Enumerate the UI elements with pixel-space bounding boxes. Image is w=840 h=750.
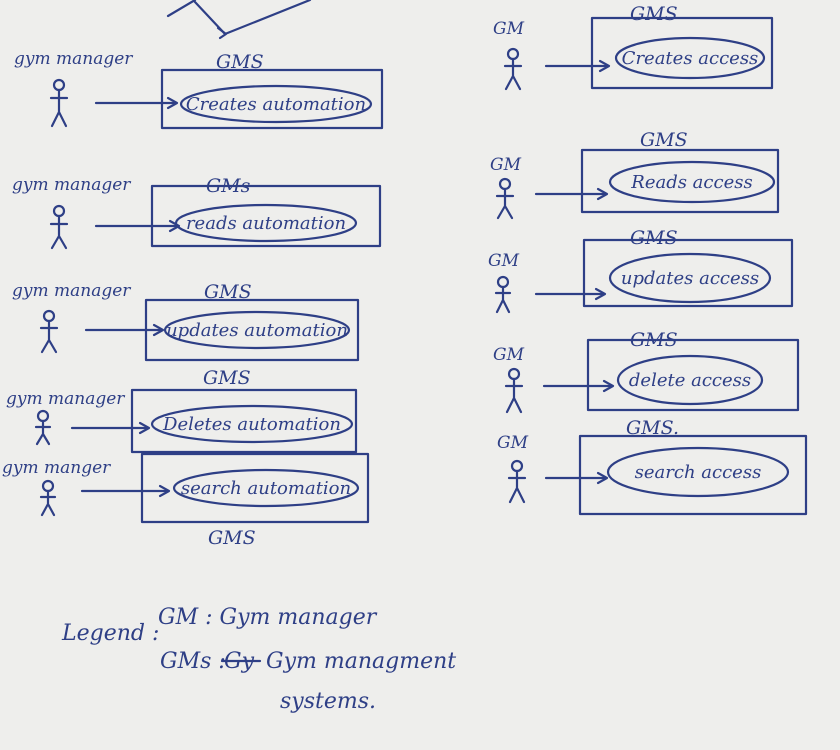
arrowhead <box>596 471 609 485</box>
use-case-oval <box>608 252 772 304</box>
actor-label: GM <box>497 433 529 453</box>
system-boundary <box>578 434 808 516</box>
use-case-label: Creates automation <box>186 94 366 115</box>
actor-label: GM <box>490 155 522 175</box>
use-case-oval <box>606 446 790 498</box>
use-case-label: reads automation <box>186 213 346 234</box>
stick-figure-icon <box>39 309 59 354</box>
system-label: GMS <box>630 227 678 249</box>
actor-label: gym manger <box>2 458 111 478</box>
use-case-label: Deletes automation <box>162 414 341 435</box>
actor-label: GM <box>488 251 520 271</box>
arrowhead <box>596 187 609 201</box>
use-case-oval <box>179 84 373 124</box>
stick-figure-icon <box>49 78 69 128</box>
actor-label: gym manager <box>12 175 131 195</box>
system-label: GMS <box>203 367 251 389</box>
system-label: GMS <box>630 3 678 25</box>
stick-figure-icon <box>34 409 52 446</box>
system-boundary <box>586 338 800 412</box>
system-boundary <box>582 238 794 308</box>
legend-heading: Legend : <box>61 621 159 646</box>
legend-line-gm: GM : Gym manager <box>158 605 378 630</box>
arrowhead <box>598 59 611 73</box>
stick-figure-icon <box>495 177 515 220</box>
cutoff-arrowhead <box>216 26 228 40</box>
use-case-oval <box>174 203 358 243</box>
system-label: GMS <box>640 129 688 151</box>
system-boundary <box>130 388 358 454</box>
arrowhead <box>138 421 151 435</box>
actor-label: gym manager <box>6 389 125 409</box>
system-boundary <box>160 68 384 130</box>
actor-label: GM <box>493 345 525 365</box>
use-case-oval <box>150 404 354 444</box>
use-case-oval <box>616 354 764 406</box>
actor-label: gym manager <box>12 281 131 301</box>
use-case-oval <box>614 36 766 80</box>
use-case-label: updates access <box>621 268 759 289</box>
use-case-label: delete access <box>629 370 751 391</box>
stick-figure-icon <box>504 367 524 414</box>
actor-label: GM <box>493 19 525 39</box>
system-boundary <box>150 184 382 248</box>
cutoff-top-lines <box>166 0 312 36</box>
system-label: GMS <box>204 281 252 303</box>
arrowhead <box>158 484 171 498</box>
system-label: GMS <box>216 51 264 73</box>
arrowhead <box>152 323 165 337</box>
use-case-label: search automation <box>181 478 351 499</box>
arrowhead <box>594 287 607 301</box>
legend: Legend : GM : Gym manager GMs : Gy Gym m… <box>61 605 456 714</box>
legend-gms-prefix: GMs : <box>160 649 226 674</box>
use-case-oval <box>163 310 351 350</box>
use-case-label: search access <box>635 462 762 483</box>
system-boundary <box>580 148 780 214</box>
system-boundary <box>140 452 370 524</box>
stick-figure-icon <box>503 47 523 91</box>
system-label: GMS. <box>626 417 679 439</box>
system-boundary <box>590 16 774 90</box>
stick-figure-icon <box>494 275 512 314</box>
use-case-oval <box>608 160 776 204</box>
stick-figure-icon <box>49 204 69 250</box>
stick-figure-icon <box>507 459 527 504</box>
system-label: GMS <box>208 527 256 549</box>
arrowhead <box>168 219 181 233</box>
stick-figure-icon <box>39 479 57 517</box>
arrowhead <box>602 379 615 393</box>
use-case-label: Creates access <box>622 48 759 69</box>
actor-label: gym manager <box>14 49 133 69</box>
use-case-label: Reads access <box>630 172 752 193</box>
use-case-label: updates automation <box>166 320 348 341</box>
use-case-oval <box>172 468 360 508</box>
legend-gms-definition-cont: systems. <box>280 689 376 714</box>
arrowhead <box>166 96 179 110</box>
legend-gms-definition: Gym managment <box>266 649 456 674</box>
